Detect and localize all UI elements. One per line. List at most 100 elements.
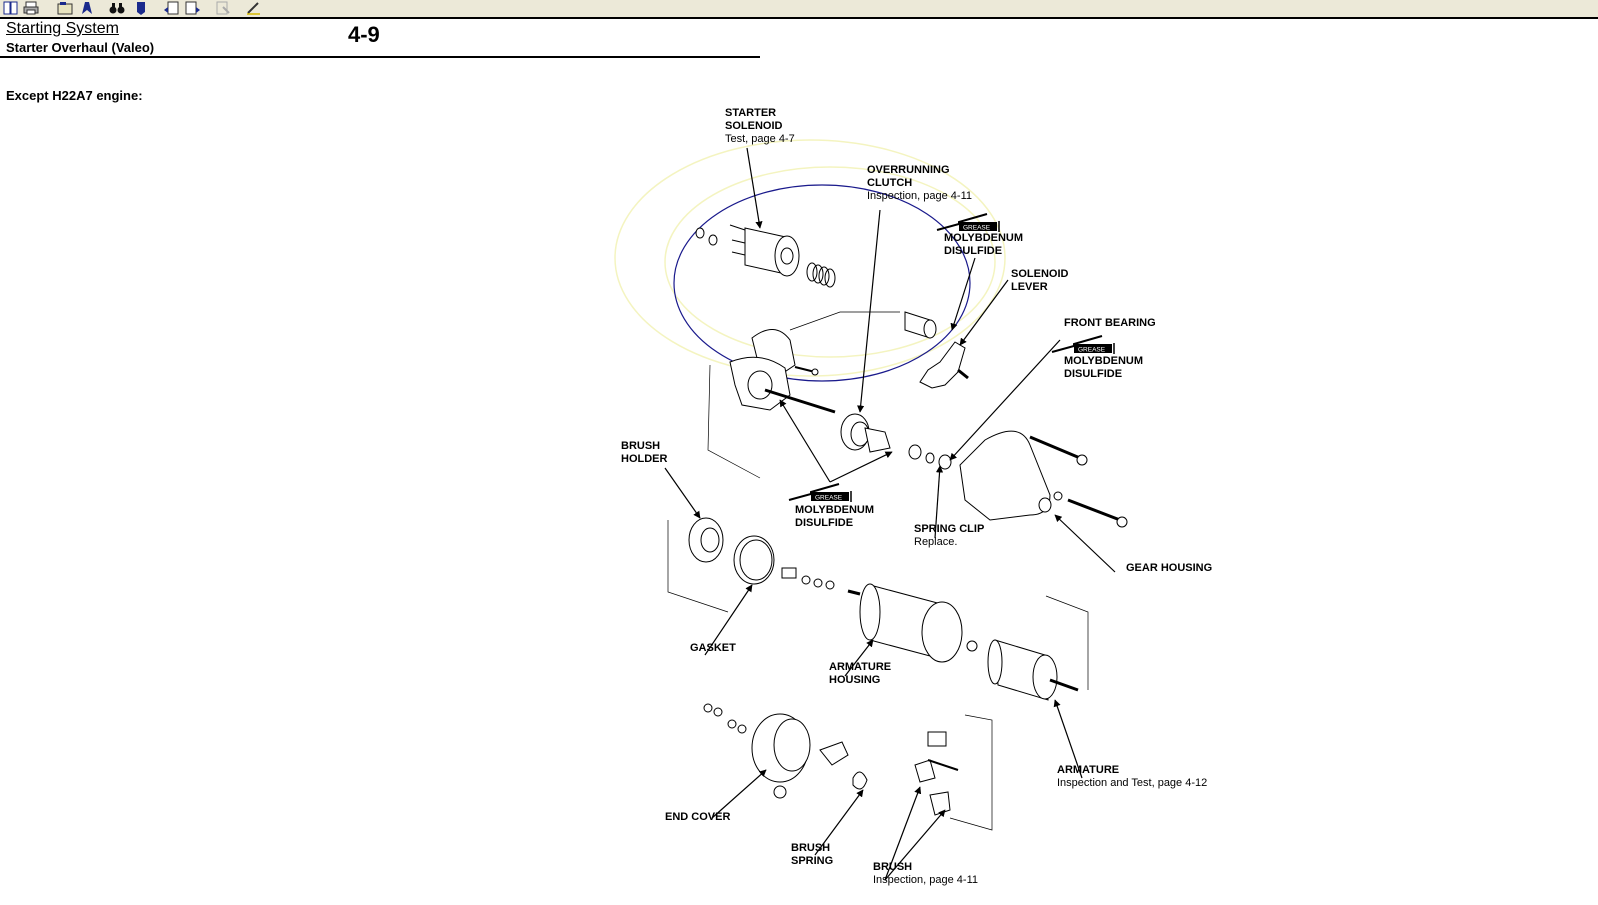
- brush-leader-a: [884, 786, 922, 881]
- grease-label: GREASE: [815, 495, 843, 502]
- edit-disabled-icon: [216, 1, 230, 15]
- label-title: SOLENOID: [725, 120, 783, 132]
- next-page-button[interactable]: [184, 0, 202, 16]
- grease-icon: GREASE: [788, 483, 852, 502]
- tag-button[interactable]: [132, 0, 150, 16]
- label-title: BRUSH: [873, 861, 913, 873]
- folder-icon: [57, 2, 73, 15]
- label-title: DISULFIDE: [1064, 368, 1123, 380]
- label-molybdenum-front: MOLYBDENUM DISULFIDE: [1064, 355, 1143, 381]
- moly-mid-leader-b: [829, 451, 893, 483]
- find-button[interactable]: [108, 0, 126, 16]
- label-title: ARMATURE: [829, 661, 892, 673]
- page-forward-icon: [185, 1, 200, 15]
- label-title: SPRING CLIP: [914, 523, 985, 535]
- pencil-icon: [247, 2, 260, 15]
- previous-page-button[interactable]: [162, 0, 180, 16]
- label-armature: ARMATURE Inspection and Test, page 4-12: [1057, 764, 1207, 790]
- label-molybdenum-mid: MOLYBDENUM DISULFIDE: [795, 504, 874, 530]
- grease-icon: GREASE: [1051, 335, 1115, 354]
- book-icon: [3, 1, 18, 15]
- tag-icon: [137, 2, 145, 15]
- brush-leader-b: [884, 809, 946, 881]
- page-header: Starting System Starter Overhaul (Valeo)…: [0, 20, 760, 58]
- contents-button[interactable]: [2, 0, 20, 16]
- label-title: END COVER: [665, 811, 731, 823]
- label-title: OVERRUNNING: [867, 164, 950, 176]
- label-title: FRONT BEARING: [1064, 317, 1156, 329]
- brush-holder-leader: [664, 467, 701, 519]
- label-molybdenum-top: MOLYBDENUM DISULFIDE: [944, 232, 1023, 258]
- brush-holder-part: [688, 517, 724, 563]
- label-brush-spring: BRUSH SPRING: [791, 842, 833, 868]
- label-solenoid-lever: SOLENOID LEVER: [1011, 268, 1068, 294]
- armature-part: [987, 639, 1079, 701]
- solenoid-lever-part: [919, 341, 966, 389]
- intro-text: Except H22A7 engine:: [6, 88, 143, 103]
- label-title: MOLYBDENUM: [1064, 355, 1144, 367]
- page-number: 4-9: [348, 22, 380, 47]
- bookmark-icon: [82, 2, 92, 14]
- brush-parts: [852, 731, 959, 816]
- bookmark-button[interactable]: [78, 0, 96, 16]
- label-title: SPRING: [791, 855, 834, 867]
- solenoid-lever-leader: [959, 279, 1009, 346]
- section-title: Starting System: [6, 20, 119, 37]
- gear-housing-part: [959, 430, 1128, 528]
- plunger-part: [904, 311, 937, 339]
- highlight-ellipse-inner: [664, 166, 996, 358]
- label-end-cover: END COVER: [665, 811, 730, 824]
- label-gasket: GASKET: [690, 642, 736, 655]
- label-note: Test, page 4-7: [725, 133, 795, 145]
- bracket-part: [729, 329, 836, 414]
- armature-leader: [1053, 699, 1083, 779]
- starter-solenoid-leader: [746, 147, 763, 229]
- grease-label: GREASE: [1078, 347, 1106, 354]
- toolbar: [0, 0, 1598, 19]
- label-title: MOLYBDENUM: [795, 504, 875, 516]
- label-note: Inspection, page 4-11: [867, 190, 972, 202]
- label-note: Replace.: [914, 536, 958, 548]
- disabled-tool-button: [214, 0, 232, 16]
- starter-solenoid-part: [695, 224, 800, 277]
- label-title: SOLENOID: [1011, 268, 1069, 280]
- label-title: DISULFIDE: [944, 245, 1003, 257]
- section-subtitle: Starter Overhaul (Valeo): [6, 40, 155, 55]
- binoculars-icon: [109, 3, 125, 14]
- label-title: DISULFIDE: [795, 517, 854, 529]
- washers-part: [781, 567, 835, 590]
- label-title: ARMATURE: [1057, 764, 1120, 776]
- label-starter-solenoid: STARTER SOLENOID Test, page 4-7: [725, 107, 795, 146]
- armature-housing-leader: [844, 639, 874, 677]
- spring-clip-leader: [934, 465, 944, 539]
- label-title: MOLYBDENUM: [944, 232, 1024, 244]
- armature-housing-part: [847, 583, 978, 663]
- brush-spring-leader: [814, 789, 864, 856]
- notes-button[interactable]: [244, 0, 262, 16]
- label-gear-housing: GEAR HOUSING: [1126, 562, 1212, 575]
- label-front-bearing: FRONT BEARING: [1064, 317, 1156, 330]
- gear-housing-leader: [1054, 514, 1116, 573]
- annotation-ellipse: [673, 184, 971, 382]
- label-title: BRUSH: [621, 440, 661, 452]
- print-button[interactable]: [22, 0, 40, 16]
- page-back-icon: [164, 1, 179, 15]
- label-title: GASKET: [690, 642, 736, 654]
- open-folder-button[interactable]: [56, 0, 74, 16]
- label-title: LEVER: [1011, 281, 1048, 293]
- printer-icon: [23, 1, 39, 15]
- label-brush: BRUSH Inspection, page 4-11: [873, 861, 978, 887]
- label-brush-holder: BRUSH HOLDER: [621, 440, 667, 466]
- moly-top-leader: [950, 257, 976, 331]
- front-bearing-leader: [949, 339, 1061, 461]
- gasket-part: [733, 535, 775, 585]
- label-overrunning-clutch: OVERRUNNING CLUTCH Inspection, page 4-11: [867, 164, 972, 203]
- label-title: HOUSING: [829, 674, 881, 686]
- end-cover-leader: [711, 769, 767, 819]
- label-title: GEAR HOUSING: [1126, 562, 1213, 574]
- label-note: Inspection, page 4-11: [873, 874, 978, 886]
- gasket-leader: [704, 584, 753, 656]
- label-spring-clip: SPRING CLIP Replace.: [914, 523, 984, 549]
- label-note: Inspection and Test, page 4-12: [1057, 777, 1208, 789]
